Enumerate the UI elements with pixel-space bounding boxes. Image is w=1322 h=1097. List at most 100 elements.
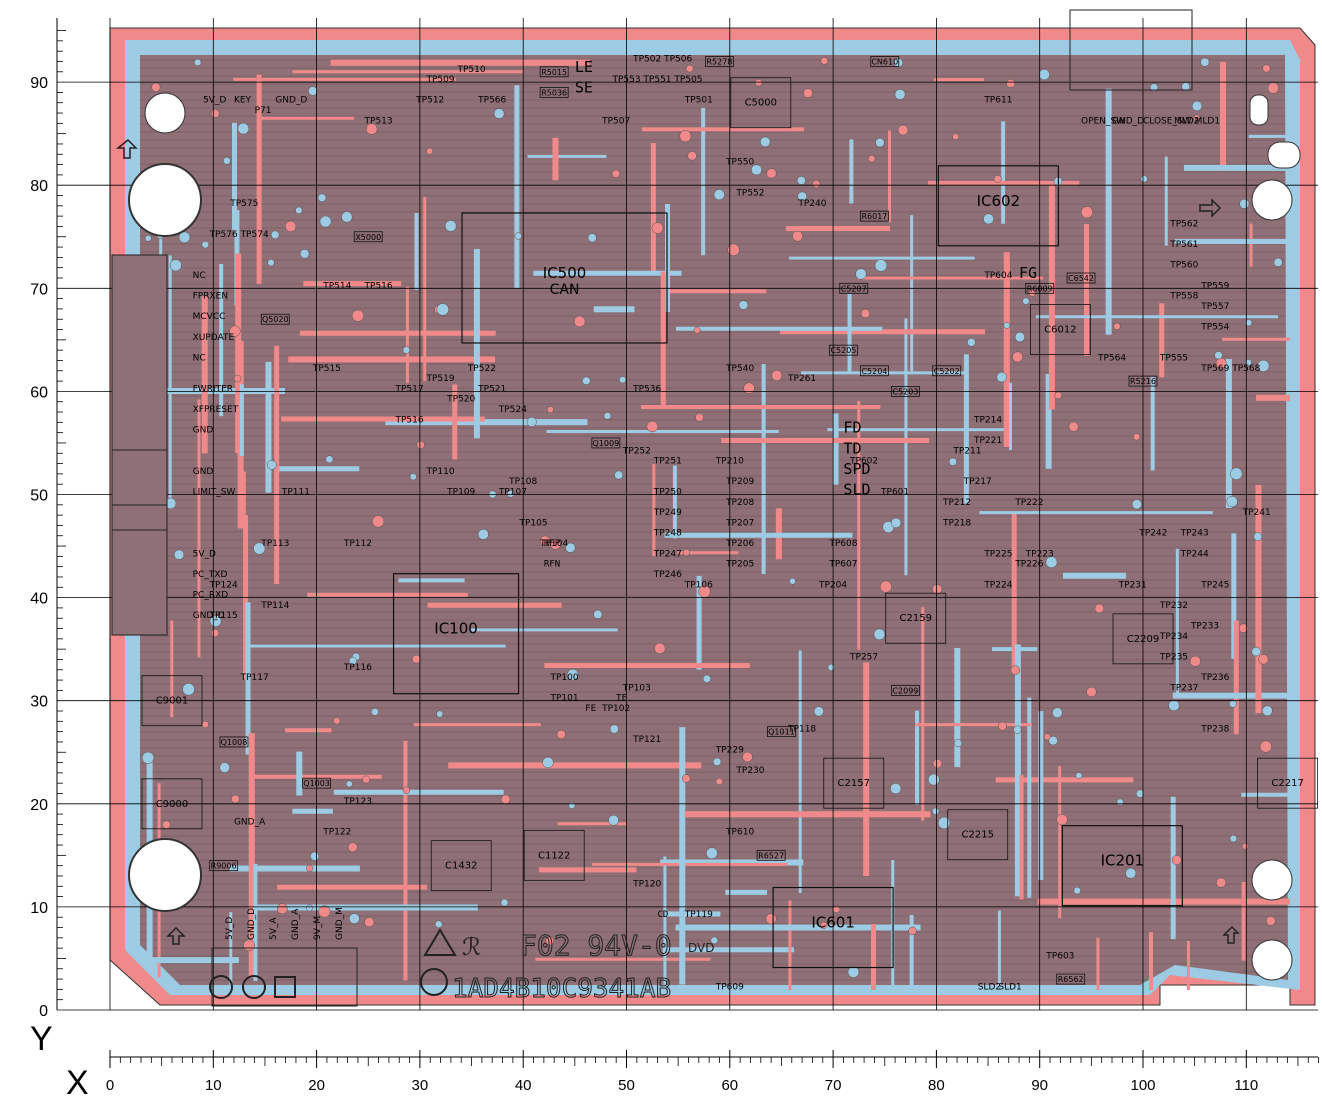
connector-pin-label: OPEN_SW	[1081, 116, 1125, 126]
test-point-label: TP244	[1180, 549, 1209, 559]
test-point-label: TP102	[601, 704, 630, 714]
via	[1189, 655, 1201, 667]
via	[223, 156, 231, 165]
via	[1267, 82, 1279, 94]
test-point-label: TP207	[725, 518, 754, 528]
test-point-label: TP208	[725, 498, 754, 508]
via	[695, 412, 704, 422]
test-point-label: TP247	[653, 549, 682, 559]
via	[1239, 198, 1250, 209]
component-ref: C2209	[1127, 634, 1159, 645]
test-point-label: TP211	[952, 446, 981, 456]
via	[1226, 495, 1238, 508]
component-ref: CN610	[871, 57, 898, 66]
via	[738, 300, 749, 310]
via	[587, 233, 597, 243]
slot-hole	[1267, 141, 1301, 169]
via	[685, 64, 694, 73]
via	[993, 175, 1002, 183]
test-point-label: TP506	[663, 54, 692, 64]
mounting-hole	[1251, 179, 1293, 221]
test-point-label: TP522	[467, 364, 496, 374]
test-point-label: TP224	[983, 580, 1012, 590]
via	[1068, 421, 1079, 432]
component-outline	[260, 313, 290, 325]
x-tick-label: 20	[308, 1077, 325, 1094]
via	[1094, 603, 1105, 614]
via	[1171, 855, 1182, 865]
test-point-label: TP261	[787, 374, 816, 384]
via	[860, 308, 870, 319]
component-outline	[891, 385, 920, 397]
via	[144, 234, 152, 242]
via	[1273, 257, 1283, 267]
via-large	[242, 975, 266, 999]
x-tick-label: 0	[106, 1077, 114, 1094]
test-point-label: TP209	[725, 477, 754, 487]
via	[608, 814, 619, 826]
component-ref: R5036	[541, 88, 567, 97]
via	[827, 663, 835, 672]
via-square	[274, 976, 296, 998]
connector-cn-left-top	[111, 254, 168, 556]
via	[1113, 322, 1121, 330]
test-point-label: TP604	[983, 271, 1012, 281]
via	[285, 220, 297, 233]
test-point-label: TP249	[653, 508, 682, 518]
via	[270, 230, 280, 239]
y-tick-label: 80	[30, 178, 48, 195]
component-outline	[730, 77, 792, 129]
test-point-label: TP559	[1200, 281, 1229, 291]
test-point-label: TP509	[426, 75, 455, 85]
connector-pin-label: FWRITER	[193, 384, 233, 394]
test-point-label: TP608	[828, 539, 857, 549]
via	[209, 615, 222, 627]
component-ref: R5015	[541, 68, 567, 77]
ic-body	[461, 212, 668, 344]
via	[879, 580, 892, 593]
via	[820, 921, 828, 930]
signal-label: FG	[1019, 264, 1037, 282]
via	[797, 191, 807, 202]
via	[937, 816, 951, 830]
via	[253, 542, 266, 555]
slot-hole	[1249, 94, 1269, 126]
via	[402, 786, 411, 795]
via	[713, 189, 725, 201]
test-point-label: TP510	[456, 65, 485, 75]
board-rating: F02 94V-0	[520, 929, 672, 962]
component-outline	[1029, 304, 1091, 355]
via	[932, 758, 943, 769]
via	[593, 609, 603, 619]
component-ref: C1122	[538, 850, 570, 861]
via	[927, 773, 940, 786]
via	[796, 176, 806, 185]
test-point-label: TP524	[498, 405, 527, 415]
component-ref: C5207	[841, 284, 867, 293]
component-ref: C5204	[861, 367, 887, 376]
ic-body	[1061, 825, 1183, 907]
via	[983, 213, 994, 225]
component-ref: C5202	[934, 367, 960, 376]
signal-label: SE	[575, 78, 593, 96]
test-point-label: TP558	[1169, 292, 1198, 302]
connector-pin-label: NC	[193, 353, 206, 363]
via	[682, 548, 691, 557]
component-ref: R6562	[1058, 975, 1084, 984]
test-point-label: TP564	[1097, 353, 1126, 363]
test-point-label: TP212	[942, 498, 971, 508]
via	[416, 440, 425, 450]
via	[210, 109, 220, 118]
test-point-label: TP217	[963, 477, 992, 487]
via	[1238, 623, 1249, 633]
component-ref: C9001	[156, 696, 188, 707]
component-outline	[1056, 973, 1086, 985]
ic-ref-label: IC601	[811, 914, 855, 932]
component-outline	[823, 757, 885, 809]
via	[771, 370, 783, 381]
component-outline	[219, 736, 249, 748]
via	[760, 136, 771, 148]
